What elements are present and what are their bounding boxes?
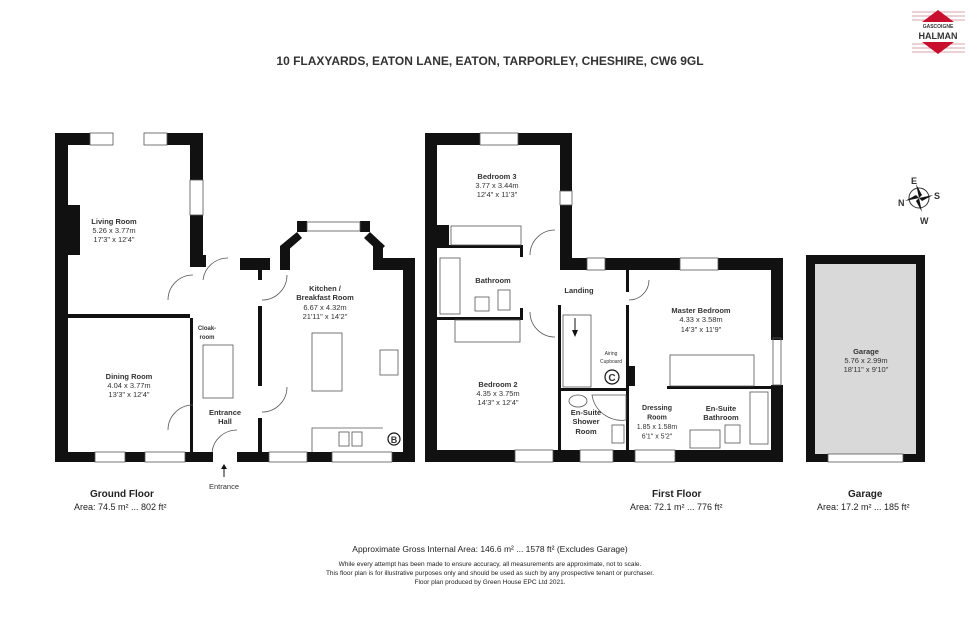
room-label: 17'3" x 12'4": [93, 235, 134, 244]
room-label: Shower: [572, 417, 599, 426]
compass-label: S: [934, 191, 940, 201]
room-label: Dining Room: [106, 372, 153, 381]
compass-label: E: [911, 176, 917, 186]
room-label: Dressing: [642, 405, 672, 412]
room-label: Entrance: [209, 482, 239, 491]
room-label: Bathroom: [475, 276, 511, 285]
room-label: Entrance: [209, 408, 241, 417]
room-label: Cloak-: [198, 326, 216, 332]
room-label: 4.04 x 3.77m: [107, 381, 150, 390]
compass-label: W: [920, 216, 929, 226]
disclaimer: This floor plan is for illustrative purp…: [325, 570, 655, 577]
boiler-icon: [387, 432, 401, 446]
room-label: 21'11" x 14'2": [303, 312, 348, 321]
room-label: room: [200, 335, 215, 341]
first-floor-label: First Floor: [652, 489, 702, 500]
room-label: 13'3" x 12'4": [108, 390, 149, 399]
room-label: 6'1" x 5'2": [642, 434, 673, 441]
room-label: 14'3" x 11'9": [681, 325, 722, 334]
room-label: 18'11" x 9'10": [844, 365, 889, 374]
room-label: Master Bedroom: [671, 306, 731, 315]
room-label: 14'3" x 12'4": [477, 398, 518, 407]
room-label: 6.67 x 4.32m: [303, 303, 346, 312]
room-label: Bedroom 2: [478, 380, 517, 389]
logo-text: HALMAN: [919, 31, 958, 41]
room-label: Landing: [564, 286, 594, 295]
compass-label: N: [898, 198, 905, 208]
room-label: En-Suite: [571, 408, 601, 417]
room-label: Living Room: [91, 217, 137, 226]
room-label: Cupboard: [600, 359, 622, 365]
first-floor-area: Area: 72.1 m² ... 776 ft²: [630, 502, 723, 512]
room-label: Bathroom: [703, 413, 739, 422]
room-label: Breakfast Room: [296, 293, 354, 302]
room-label: Kitchen /: [309, 284, 342, 293]
room-label: Garage: [853, 347, 879, 356]
room-label: C: [608, 373, 615, 384]
gross-area: Approximate Gross Internal Area: 146.6 m…: [352, 544, 628, 554]
page-title: 10 FLAXYARDS, EATON LANE, EATON, TARPORL…: [276, 54, 704, 68]
room-label: Hall: [218, 417, 232, 426]
room-label: B: [391, 435, 398, 445]
room-label: 12'4" x 11'3": [477, 190, 518, 199]
room-label: 4.35 x 3.75m: [476, 389, 519, 398]
disclaimer: Floor plan produced by Green House EPC L…: [414, 579, 566, 586]
room-label: 3.77 x 3.44m: [475, 181, 518, 190]
cylinder-icon: [604, 369, 620, 385]
room-label: En-Suite: [706, 404, 736, 413]
ground-floor-area: Area: 74.5 m² ... 802 ft²: [74, 502, 167, 512]
room-label: Room: [647, 415, 667, 422]
ground-floor-fixtures: [89, 132, 399, 463]
compass-icon: [905, 184, 933, 212]
disclaimer: While every attempt has been made to ens…: [338, 561, 642, 568]
garage-label: Garage: [848, 489, 883, 500]
room-label: Room: [575, 427, 597, 436]
room-label: 5.26 x 3.77m: [92, 226, 135, 235]
room-label: Airing: [605, 351, 618, 357]
room-label: 1.85 x 1.58m: [637, 424, 678, 431]
first-floor-fixtures: [439, 132, 782, 463]
room-label: Bedroom 3: [477, 172, 516, 181]
room-label: 4.33 x 3.58m: [679, 315, 722, 324]
garage-walls: [806, 255, 925, 463]
first-floor-walls: [425, 133, 783, 462]
logo: GASCOIGNE HALMAN: [911, 10, 966, 54]
logo-text: GASCOIGNE: [923, 24, 954, 30]
room-label: 5.76 x 2.99m: [844, 356, 887, 365]
ground-floor-walls: [55, 133, 415, 462]
garage-area: Area: 17.2 m² ... 185 ft²: [817, 502, 910, 512]
ground-floor-label: Ground Floor: [90, 489, 154, 500]
